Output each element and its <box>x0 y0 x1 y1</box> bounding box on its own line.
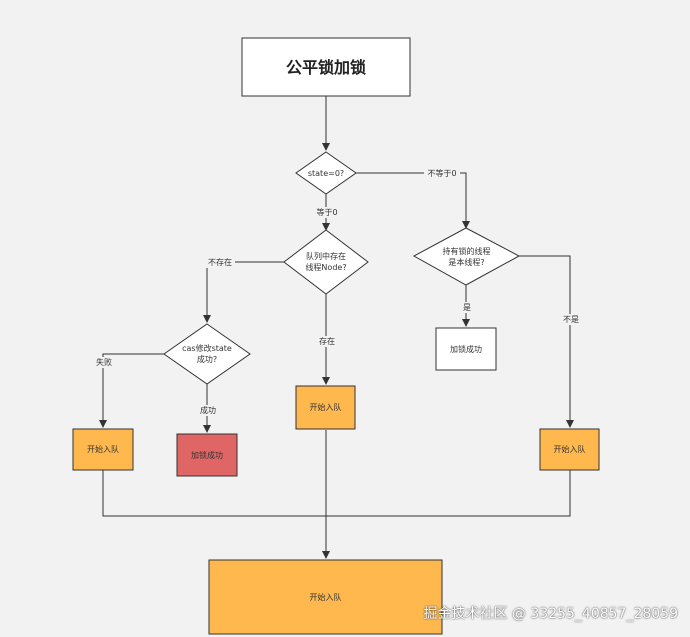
enqueue-final-node: 开始入队 <box>309 592 342 602</box>
cas-decision <box>163 323 251 385</box>
title-node: 公平锁加锁 <box>285 57 366 77</box>
edge-label-fail: 失败 <box>93 357 115 368</box>
lock-success-owner-box <box>435 327 497 371</box>
edge-label-is-owner: 是 <box>460 302 474 313</box>
edge-cas-to-fail <box>99 353 164 428</box>
owner-decision <box>412 227 521 286</box>
watermark-text: 掘金技术社区 @ 33255_40857_28059 <box>423 606 678 622</box>
cas-check-node: cas修改state 成功? <box>182 344 232 364</box>
queue-decision <box>283 229 369 295</box>
state-check-node: state=0? <box>307 168 345 178</box>
owner-check-node: 持有锁的线程 是本线程? <box>442 246 491 267</box>
edge-queue-to-cas <box>203 261 284 323</box>
enqueue-fail-node: 开始入队 <box>87 445 119 454</box>
lock-success-cas-node: 加锁成功 <box>191 450 223 460</box>
edge-notowner-merge <box>326 470 571 517</box>
lock-success-cas-box <box>176 433 238 477</box>
edge-fail-merge <box>102 470 326 517</box>
queue-check-node: 队列中存在 线程Node? <box>305 252 347 272</box>
state-decision <box>295 151 357 195</box>
edge-label-not-exists: 不存在 <box>205 257 235 268</box>
enqueue-exists-node: 开始入队 <box>309 403 342 412</box>
edge-label-exists: 存在 <box>316 336 338 347</box>
edge-label-not-equals-zero: 不等于0 <box>424 168 460 179</box>
edge-owner-to-notowner <box>519 255 574 428</box>
enqueue-final-box <box>208 559 443 635</box>
edge-label-equals-zero: 等于0 <box>312 207 342 218</box>
edge-label-success: 成功 <box>197 405 219 416</box>
enqueue-fail-box <box>72 428 134 471</box>
edge-state-to-owner <box>356 172 470 229</box>
enqueue-exists-box <box>295 385 356 430</box>
enqueue-not-owner-box <box>539 428 600 471</box>
title-box <box>241 37 411 97</box>
enqueue-not-owner-node: 开始入队 <box>553 445 586 454</box>
lock-success-owner-node: 加锁成功 <box>450 344 482 354</box>
edge-label-not-owner: 不是 <box>559 314 583 325</box>
